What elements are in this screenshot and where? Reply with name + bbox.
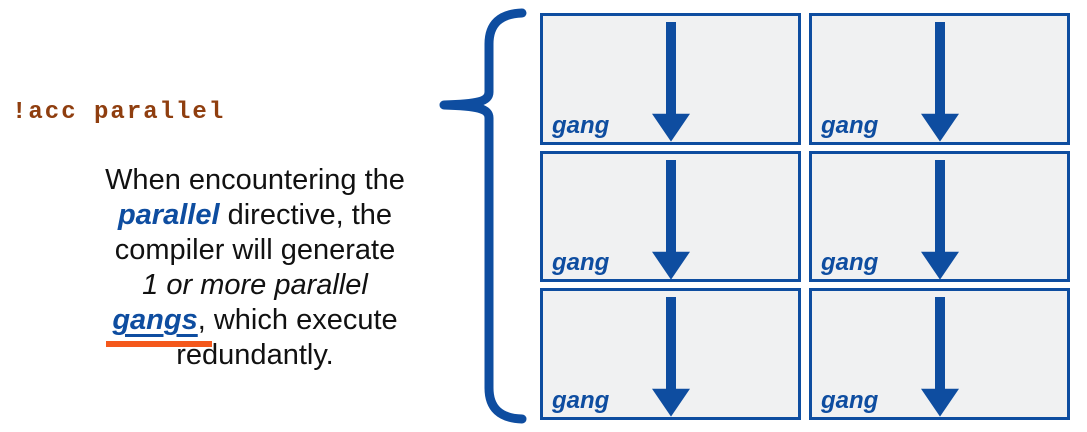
gang-label: gang [552, 111, 610, 139]
down-arrow-icon [920, 159, 959, 280]
gang-label: gang [552, 249, 610, 277]
gang-box-1: gang [540, 13, 801, 145]
acc-parallel-code-label: !acc parallel [12, 99, 226, 126]
gang-label: gang [552, 387, 610, 414]
parallel-keyword: parallel [117, 199, 220, 231]
gang-label: gang [821, 249, 879, 277]
description-line-1: When encountering the [105, 164, 405, 196]
gang-grid: gang gang gang gang gang [540, 13, 1070, 420]
down-arrow-icon [651, 297, 690, 417]
gang-label: gang [821, 387, 879, 414]
down-arrow-icon [651, 159, 690, 280]
gang-box-3: gang [540, 150, 801, 283]
description-line-3: compiler will generate [114, 234, 396, 266]
down-arrow-icon [651, 22, 690, 142]
gang-label: gang [821, 111, 879, 139]
gangs-keyword: gangs [106, 304, 213, 347]
gang-box-2: gang [809, 13, 1070, 145]
gang-box-6: gang [809, 288, 1070, 420]
down-arrow-icon [920, 22, 959, 142]
gang-box-4: gang [809, 150, 1070, 283]
curly-brace [439, 8, 527, 424]
description-line-2-rest: directive, the [219, 199, 393, 231]
description-line-4: 1 or more parallel [142, 269, 368, 301]
gang-box-5: gang [540, 288, 801, 420]
description-line-5-rest: , which execute [197, 304, 398, 336]
down-arrow-icon [920, 297, 959, 417]
description-text: When encountering the parallel directive… [50, 163, 460, 373]
